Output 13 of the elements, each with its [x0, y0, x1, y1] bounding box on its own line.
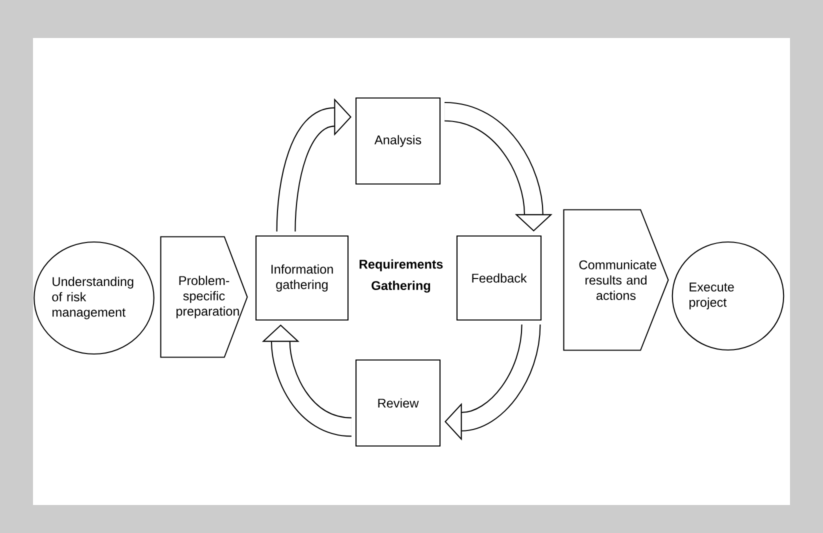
- pentagon-arrow-box: Communicate results and actions: [563, 209, 669, 351]
- center-label: Requirements Gathering: [360, 259, 443, 293]
- block-arrow: [444, 102, 552, 232]
- process-box: Feedback: [456, 235, 542, 321]
- pentagon-arrow-box: Problem-specific preparation: [160, 236, 248, 358]
- block-arrow: [276, 98, 352, 232]
- block-arrow: [444, 324, 541, 440]
- ellipse-node: Understanding of risk management: [34, 241, 154, 355]
- process-box: Review: [355, 359, 441, 447]
- process-box: Analysis: [355, 97, 441, 185]
- block-arrow: [262, 324, 352, 437]
- process-box: Information gathering: [255, 235, 349, 321]
- ellipse-node: Execute project: [672, 241, 784, 351]
